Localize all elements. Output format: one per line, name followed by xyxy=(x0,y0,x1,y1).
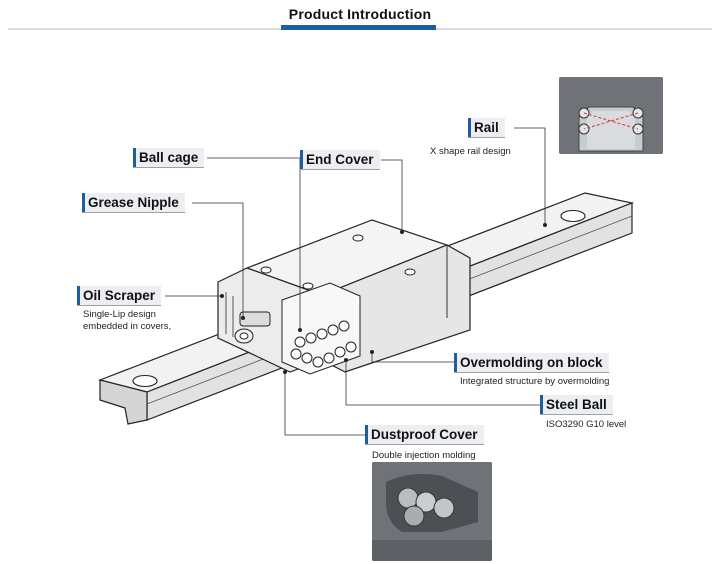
label-steel-ball: Steel Ball xyxy=(540,395,613,415)
dustproof-cover-description: Double injection molding xyxy=(372,450,476,461)
leader-dots xyxy=(220,223,547,374)
label-ball-cage: Ball cage xyxy=(133,148,205,168)
carriage-block-drawing xyxy=(217,219,471,375)
page-title: Product Introduction xyxy=(288,6,432,22)
oil-scraper-description-line2: embedded in covers, xyxy=(83,321,172,332)
oil-scraper-description-line1: Single-Lip design xyxy=(83,309,156,320)
overmolding-description: Integrated structure by overmolding xyxy=(460,376,610,387)
label-end-cover: End Cover xyxy=(300,150,380,170)
label-overmolding: Overmolding on block xyxy=(454,353,609,373)
rail-cross-section-inset xyxy=(559,77,663,154)
rail-cross-section-image xyxy=(559,77,663,154)
label-grease-nipple: Grease Nipple xyxy=(82,193,185,213)
label-rail: Rail xyxy=(468,118,505,138)
header-accent-bar xyxy=(281,25,436,30)
dustproof-cover-image xyxy=(372,462,492,561)
label-oil-scraper: Oil Scraper xyxy=(77,286,162,306)
rail-description: X shape rail design xyxy=(430,146,511,157)
label-dustproof-cover: Dustproof Cover xyxy=(365,425,484,445)
steel-ball-description: ISO3290 G10 level xyxy=(546,419,627,430)
dustproof-cover-inset xyxy=(372,462,492,561)
